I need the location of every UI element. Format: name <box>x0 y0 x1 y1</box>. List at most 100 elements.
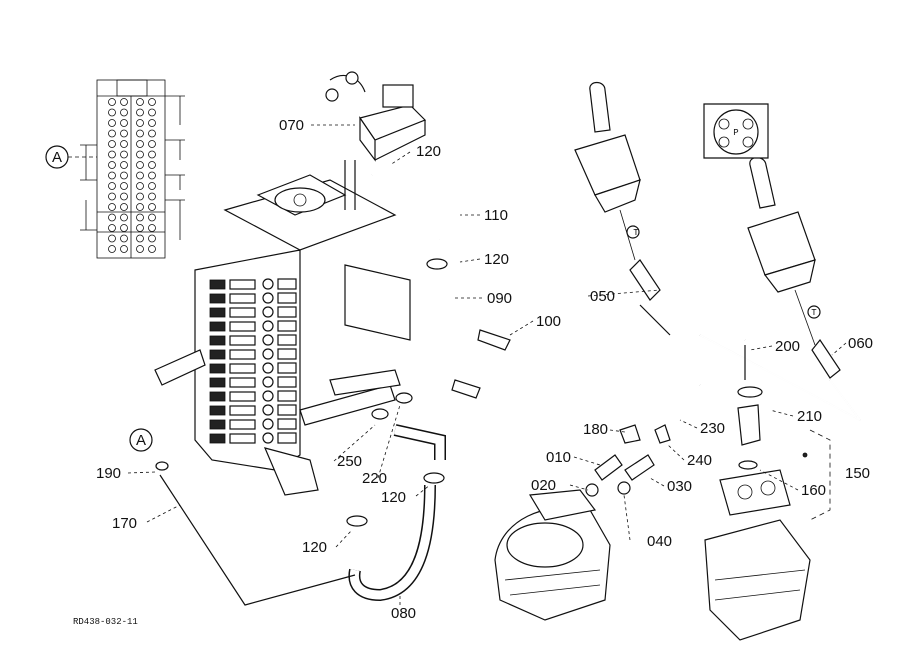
valve-spool-end <box>262 376 274 388</box>
detail-port-circle <box>136 161 144 169</box>
valve-spool-end <box>262 432 274 444</box>
group-150-bracket <box>802 429 831 521</box>
detail-port-circle <box>148 245 156 253</box>
callout-c190: 190 <box>96 465 121 482</box>
valve-section-dark <box>209 363 226 374</box>
detail-port-circle <box>120 150 128 159</box>
solenoid-valve-070 <box>325 71 427 210</box>
callout-c170: 170 <box>112 515 137 532</box>
leader-line <box>459 258 481 263</box>
detail-port-circle <box>136 98 144 106</box>
leader-line <box>389 151 411 166</box>
detail-port-circle <box>108 150 116 159</box>
port-letter-portT2: T <box>811 308 817 318</box>
detail-port-circle <box>148 182 156 190</box>
valve-spool-end <box>262 390 274 402</box>
callout-c070: 070 <box>279 117 304 134</box>
valve-section-dark <box>209 307 226 318</box>
callout-c240: 240 <box>687 452 712 469</box>
valve-spool-end <box>262 348 274 360</box>
callout-c060: 060 <box>848 335 873 352</box>
valve-section <box>229 293 256 304</box>
detail-port-circle <box>136 171 144 180</box>
leader-line <box>667 444 685 461</box>
leader-line <box>415 484 431 497</box>
valve-section <box>229 433 256 444</box>
valve-section-dark <box>209 377 226 388</box>
detail-port-circle <box>148 129 156 138</box>
leader-line <box>377 404 401 479</box>
valve-spool-end <box>262 334 274 346</box>
hose-clamps <box>155 258 448 527</box>
detail-port-circle <box>120 224 128 232</box>
port-letter-portT1: T <box>633 228 639 238</box>
detail-port-circle <box>136 129 144 138</box>
valve-section <box>229 363 256 374</box>
callout-c210: 210 <box>797 408 822 425</box>
detail-port-circle <box>108 98 116 106</box>
detail-port-circle <box>120 108 128 117</box>
valve-section <box>229 391 256 402</box>
valve-section-dark <box>209 405 226 416</box>
detail-port-circle <box>108 171 116 180</box>
leader-line <box>587 289 661 297</box>
callout-c010: 010 <box>546 449 571 466</box>
callout-c110: 110 <box>484 207 508 224</box>
valve-section-dark <box>209 391 226 402</box>
detail-port-circle <box>108 161 116 169</box>
leader-line <box>146 504 181 523</box>
port-letters: PTT <box>633 128 817 318</box>
leader-line <box>623 494 631 541</box>
valve-cap <box>277 278 297 290</box>
detail-port-circle <box>136 213 144 222</box>
callout-c150: 150 <box>845 465 870 482</box>
valve-section <box>229 335 256 346</box>
valve-spool-end <box>262 278 274 290</box>
valve-section <box>229 349 256 360</box>
leader-line <box>759 469 799 491</box>
leader-lines <box>127 124 847 605</box>
leader-line <box>573 456 601 466</box>
leader-line <box>609 429 626 433</box>
detail-port-circle <box>108 234 116 243</box>
callout-c040: 040 <box>647 533 672 550</box>
detail-port-circle <box>108 119 116 127</box>
detail-port-circle <box>136 203 144 211</box>
leader-line <box>509 320 534 336</box>
valve-spool-end <box>262 292 274 304</box>
callout-c080: 080 <box>391 605 416 622</box>
callout-c120b: 120 <box>484 251 509 268</box>
detail-port-circle <box>120 234 128 243</box>
leader-line <box>769 409 794 417</box>
valve-cap <box>277 376 297 388</box>
port-plate <box>703 103 769 159</box>
valve-section-dark <box>209 349 226 360</box>
detail-port-circle <box>136 245 144 253</box>
callout-c120a: 120 <box>416 143 441 160</box>
detail-port-circle <box>136 234 144 243</box>
callout-c160: 160 <box>801 482 826 499</box>
detail-port-circle <box>120 129 128 138</box>
valve-cap <box>277 348 297 360</box>
detail-port-circle <box>148 203 156 211</box>
detail-port-circle <box>136 224 144 232</box>
detail-port-circle <box>136 140 144 148</box>
detail-port-circle <box>148 192 156 201</box>
hoses <box>348 168 446 602</box>
detail-port-circle <box>108 213 116 222</box>
detail-markers: AA <box>52 149 146 449</box>
valve-section-dark <box>209 321 226 332</box>
detail-port-circle <box>120 213 128 222</box>
detail-port-circle <box>108 140 116 148</box>
detail-a-schematic <box>45 79 185 259</box>
valve-cap <box>277 432 297 444</box>
callout-c120c: 120 <box>381 489 406 506</box>
callout-c180: 180 <box>583 421 608 438</box>
detail-port-circle <box>108 129 116 138</box>
callout-c100: 100 <box>536 313 561 330</box>
detail-port-circle <box>136 119 144 127</box>
detail-port-circle <box>148 150 156 159</box>
detail-port-circle <box>148 108 156 117</box>
